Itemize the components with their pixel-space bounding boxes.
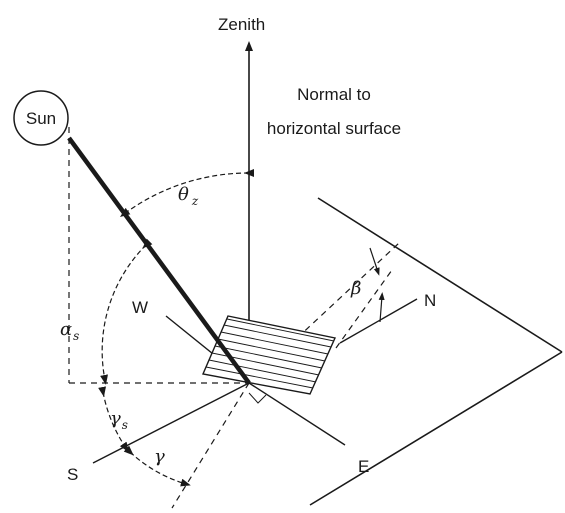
- normal-label-line1: Normal to: [297, 85, 371, 104]
- tilted-normal-dashed-2: [335, 269, 393, 349]
- beta-arrow-bottom: [378, 292, 385, 323]
- surface-azimuth-dashed: [171, 382, 250, 509]
- alpha-s-label: αs: [60, 319, 79, 343]
- ground-plane: [309, 197, 563, 506]
- gamma-arc: [123, 445, 191, 487]
- sun-beam: [67, 136, 251, 385]
- north-label: N: [424, 291, 436, 310]
- zenith-label: Zenith: [218, 15, 265, 34]
- east-label: E: [358, 457, 369, 476]
- north-line: [339, 298, 418, 344]
- normal-label-line2: horizontal surface: [267, 119, 401, 138]
- east-line: [248, 382, 346, 446]
- beta-label: β: [350, 278, 361, 299]
- alpha-s-arc: [100, 238, 153, 385]
- beta-arrow-top: [369, 247, 380, 276]
- sun-icon: [13, 90, 69, 146]
- west-label: W: [132, 298, 148, 317]
- south-label: S: [67, 465, 78, 484]
- gamma-s-arc: [98, 386, 129, 453]
- gamma-s-label: γs: [110, 408, 128, 432]
- tilted-surface: [202, 315, 336, 404]
- gamma-label: γ: [154, 446, 165, 467]
- sun-label: Sun: [26, 109, 56, 128]
- theta-z-arc: [119, 169, 255, 217]
